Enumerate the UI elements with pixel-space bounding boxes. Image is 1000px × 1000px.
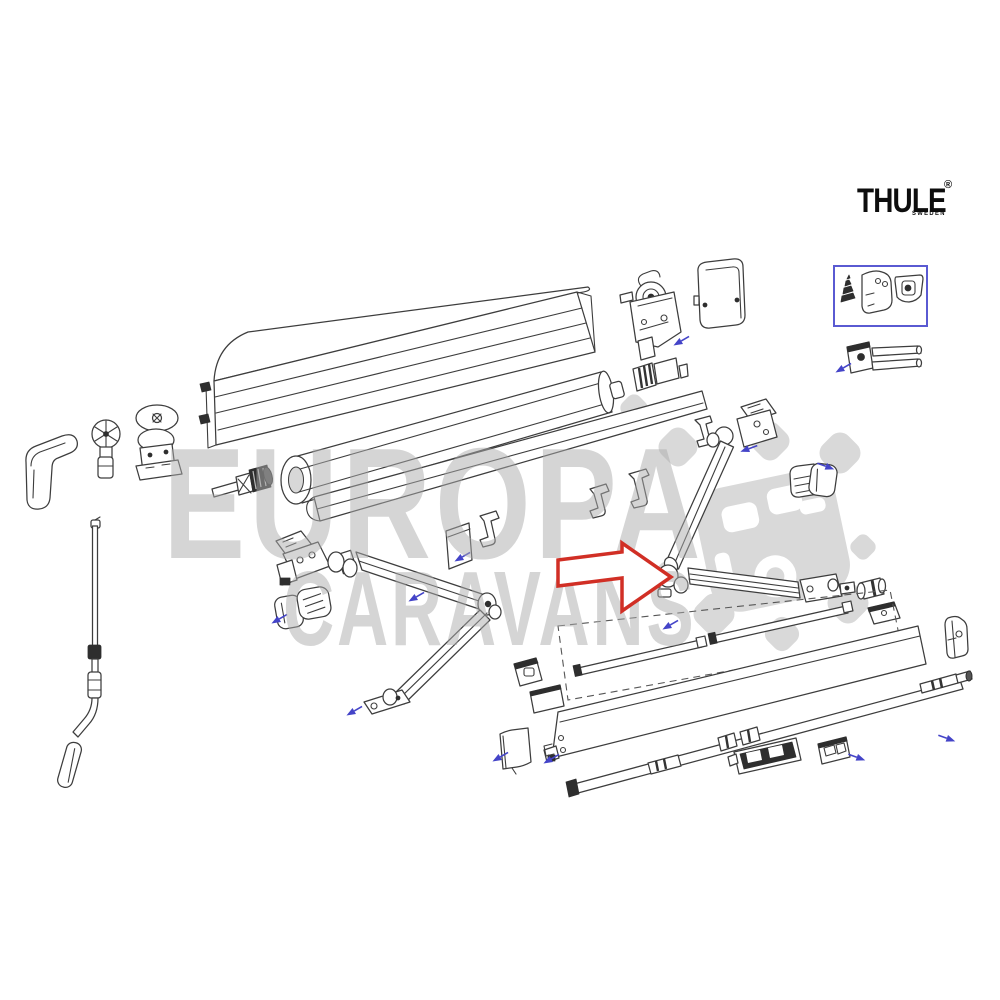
right-spring-arm	[653, 398, 856, 603]
mounting-bracket	[135, 404, 183, 481]
crank-handle	[57, 516, 102, 789]
rail-connectors	[717, 726, 761, 752]
inset-parts-box	[833, 265, 928, 327]
support-rail	[565, 670, 973, 798]
latch-assembly	[727, 737, 802, 775]
lead-rail	[543, 625, 927, 763]
registered-trademark-icon: ®	[944, 179, 953, 191]
knob-part	[856, 577, 887, 600]
thule-logo: THULE	[857, 182, 947, 220]
screw-icon	[840, 274, 856, 303]
awning-fabric	[306, 390, 708, 522]
tension-rafter-rod	[572, 600, 854, 677]
arm-cover-left	[274, 586, 332, 630]
end-cap-icon	[894, 274, 924, 303]
roller-tube	[280, 370, 625, 505]
adapter-bushing	[632, 357, 689, 392]
pin-bracket	[846, 341, 923, 374]
red-arrow-icon	[556, 539, 675, 615]
block-part	[867, 601, 901, 625]
side-plate	[499, 727, 532, 775]
left-spring-arm	[275, 530, 502, 715]
lead-rail-end-cap	[944, 615, 969, 659]
rafter-bracket	[513, 657, 565, 714]
spigot-axle	[211, 464, 274, 498]
left-arm-foot	[363, 688, 411, 715]
mounting-plate-icon	[861, 270, 893, 314]
arm-cover-right	[789, 462, 838, 498]
right-arm-shoulder-bracket	[706, 398, 778, 448]
right-arm-foot	[799, 573, 856, 603]
spring-gear-unit	[619, 270, 682, 361]
cassette-profile	[198, 286, 596, 449]
thule-logo-subtext: SWEDEN	[912, 210, 946, 217]
left-arm-shoulder-bracket	[275, 530, 331, 586]
cassette-end-cap	[693, 258, 746, 329]
wall-end-cap	[25, 434, 78, 510]
rail-bracket	[817, 736, 851, 765]
tension-knob	[91, 419, 121, 479]
